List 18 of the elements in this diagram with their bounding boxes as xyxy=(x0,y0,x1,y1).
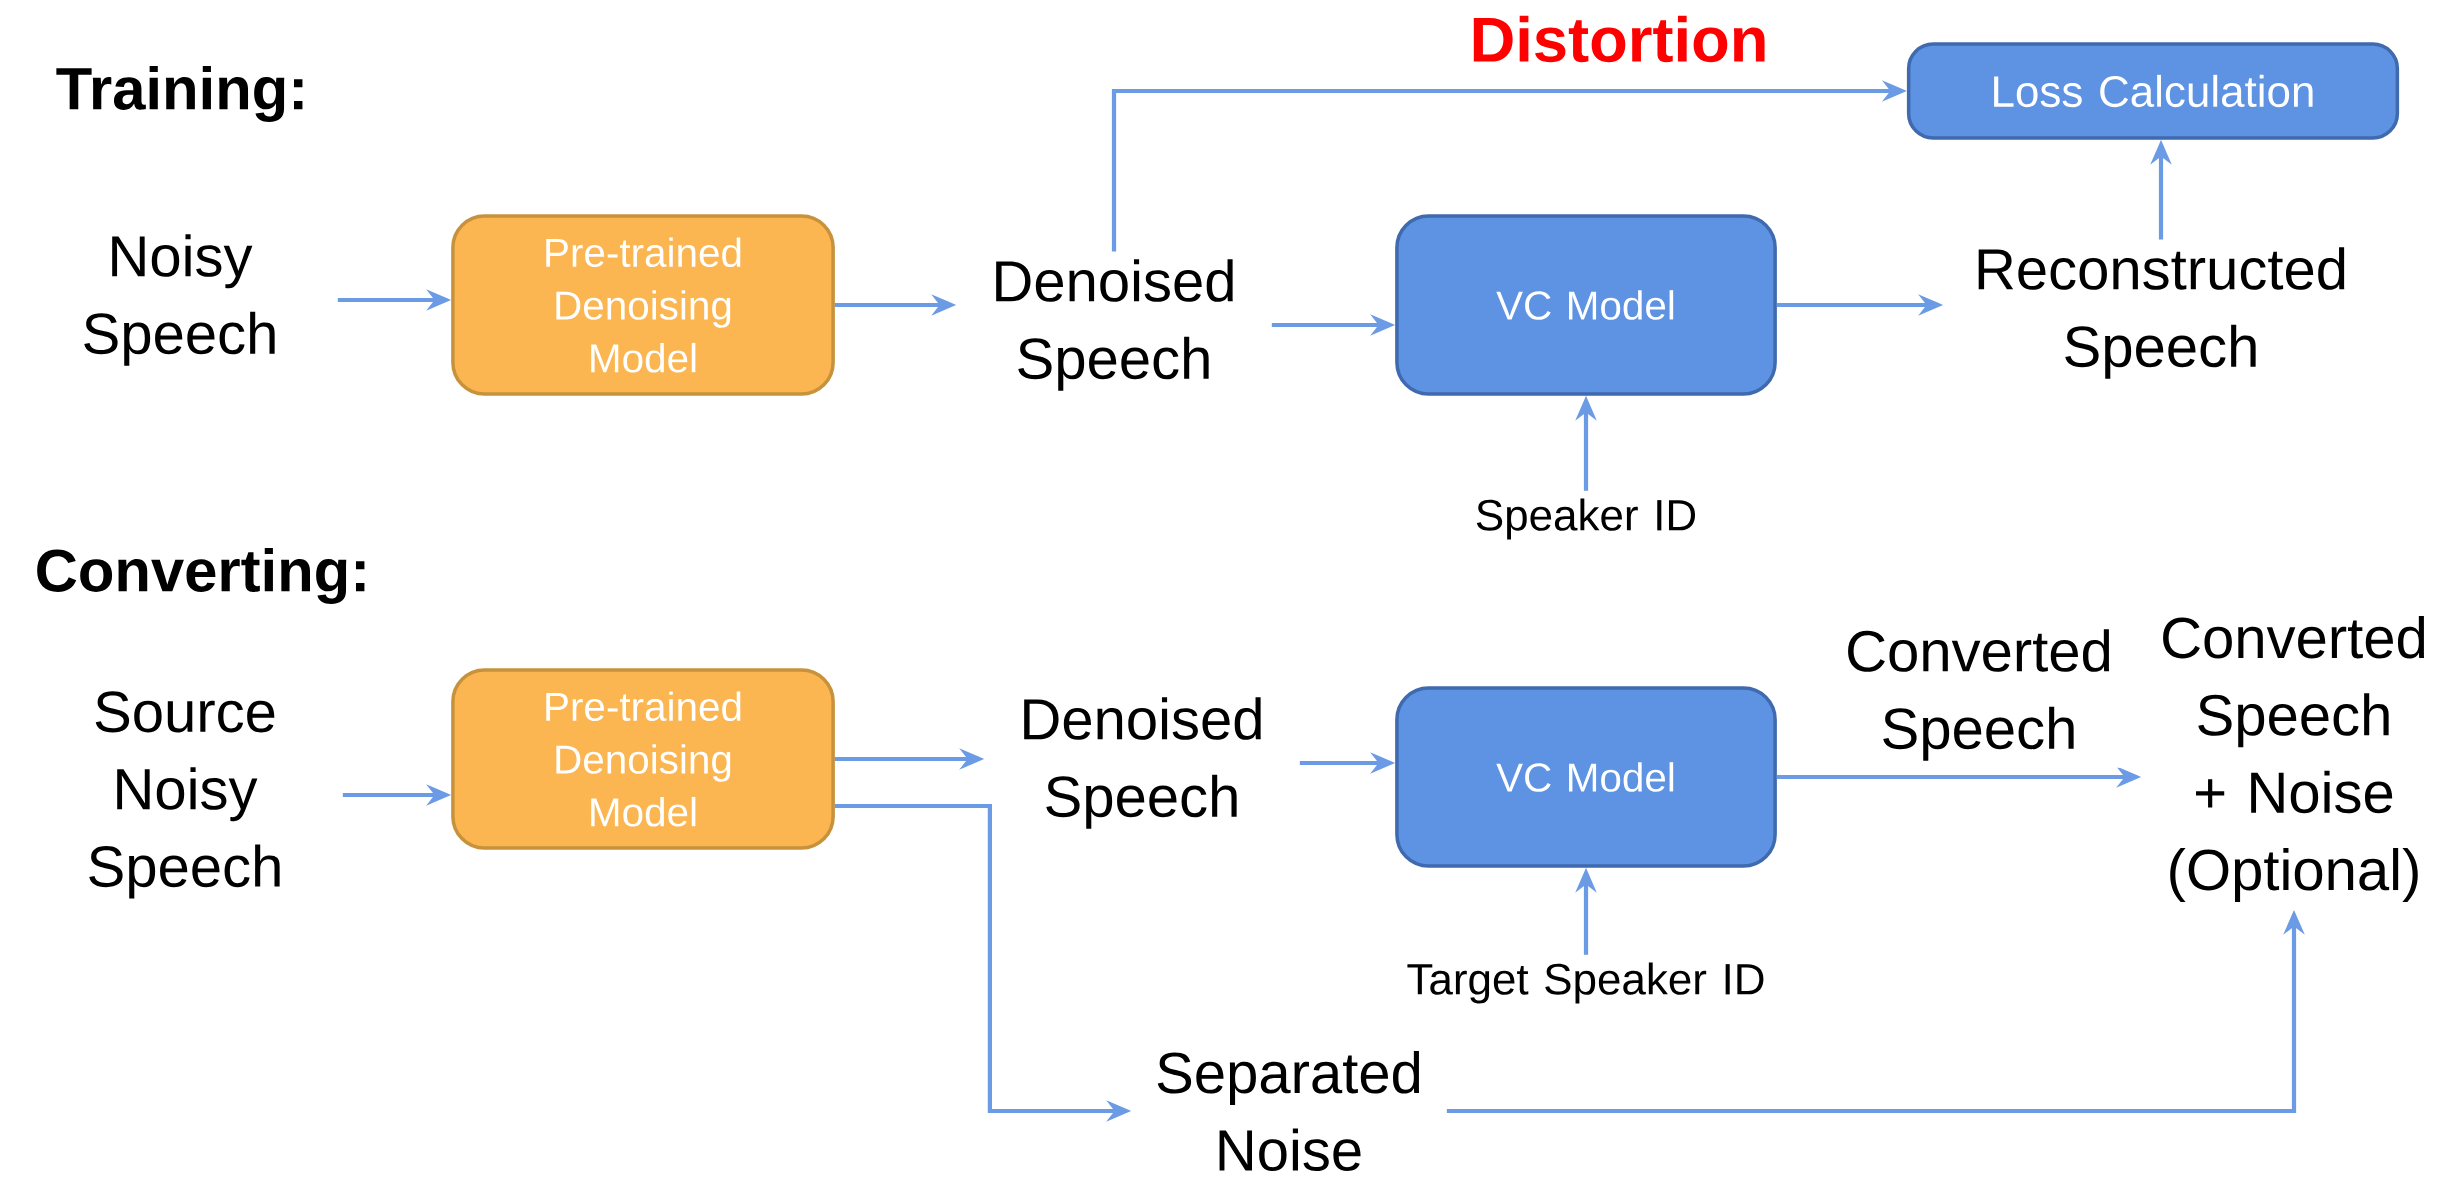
node-text: Reconstructed Speech xyxy=(1978,247,2345,379)
process-box: Loss Calculation xyxy=(1906,42,2400,140)
process-box: VC Model xyxy=(1395,214,1777,396)
process-box: VC Model xyxy=(1395,686,1777,868)
node-text: Denoised Speech xyxy=(996,259,1233,391)
node-text: Denoised Speech xyxy=(1024,697,1261,829)
edge-label: Converted Speech xyxy=(1836,622,2122,768)
node-text: Separated Noise xyxy=(1157,1051,1420,1171)
input-label: Target Speaker ID xyxy=(1407,962,1764,1004)
process-box: Pre-trained Denoising Model xyxy=(451,668,835,850)
node-text: Source Noisy Speech xyxy=(89,691,280,899)
section-heading: Training: xyxy=(56,66,303,122)
edge-label: Distortion xyxy=(1462,8,1776,70)
process-box: Pre-trained Denoising Model xyxy=(451,214,835,396)
node-text: Noisy Speech xyxy=(84,234,275,366)
node-text: Converted Speech + Noise (Optional) xyxy=(2163,615,2425,903)
section-heading: Converting: xyxy=(37,548,365,604)
input-label: Speaker ID xyxy=(1476,498,1695,540)
